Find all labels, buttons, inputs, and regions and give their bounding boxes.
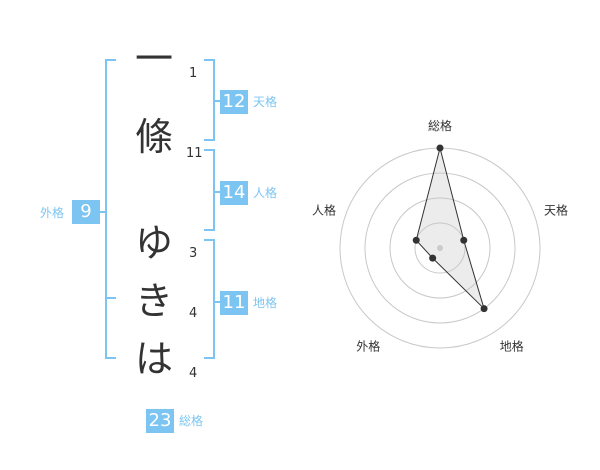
soukaku-label: 総格 (179, 414, 204, 428)
gaikaku-value-box: 9 (72, 200, 100, 224)
jinkaku-bracket (204, 149, 215, 231)
radar-axis-label-5: 人格 (312, 202, 336, 217)
name-char-2: 條 (134, 115, 173, 159)
chikaku-value-box: 11 (220, 291, 248, 315)
radar-point-1 (436, 144, 444, 152)
radar-axis-label-3: 地格 (500, 339, 524, 354)
stroke-count-1: 1 (189, 66, 198, 81)
radar-grid-ring (364, 172, 516, 324)
jinkaku-value-box: 14 (220, 181, 248, 205)
stroke-count-3: 3 (189, 246, 198, 261)
radar-point-4 (429, 254, 437, 262)
gaikaku-bracket (105, 59, 116, 359)
name-char-4: き (134, 279, 173, 323)
radar-grid-ring (389, 197, 491, 299)
radar-point-3 (480, 305, 488, 313)
tenkaku-value-box: 12 (220, 90, 248, 114)
radar-axis-label-4: 外格 (356, 339, 380, 354)
radar-point-2 (460, 236, 468, 244)
gaikaku-label: 外格 (40, 206, 65, 220)
name-char-5: は (134, 337, 173, 381)
stroke-count-2: 11 (186, 146, 203, 161)
radar-point-5 (412, 236, 420, 244)
soukaku-value-box: 23 (146, 409, 174, 433)
stroke-count-4: 4 (189, 306, 198, 321)
name-char-3: ゆ (134, 221, 173, 265)
stroke-count-5: 4 (189, 366, 198, 381)
radar-center (437, 245, 443, 251)
name-char-1: 一 (134, 37, 173, 81)
radar-grid-ring (414, 222, 466, 274)
radar-series-area (415, 147, 485, 310)
chikaku-label: 地格 (253, 296, 278, 310)
jinkaku-label: 人格 (253, 186, 278, 200)
chikaku-bracket (204, 239, 215, 359)
tenkaku-label: 天格 (253, 95, 278, 109)
radar-axis-label-1: 総格 (428, 118, 452, 133)
radar-axis-label-2: 天格 (544, 202, 568, 217)
